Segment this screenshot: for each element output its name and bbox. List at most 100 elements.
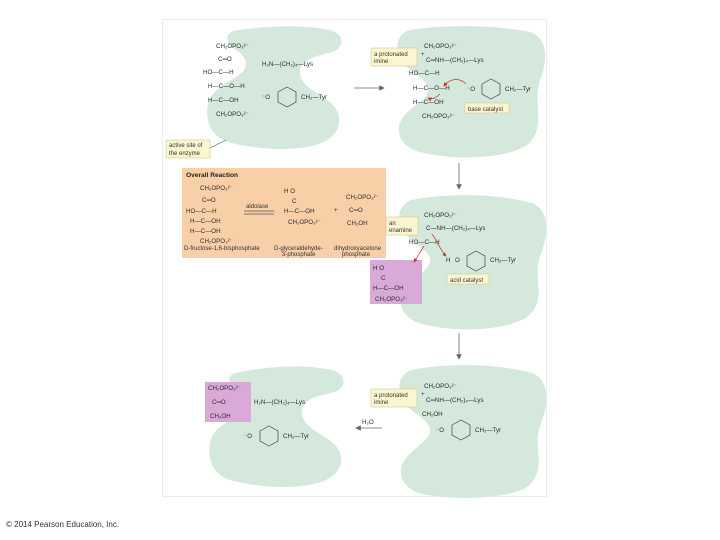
plus-sign: + — [334, 207, 338, 214]
chem-row: C═NH—(CH₂)₄—Lys — [426, 397, 484, 404]
benzene-ring — [259, 425, 279, 447]
stage3-left-structure: CH₂OPO₃²⁻ C═O CH₂OH H₂N—(CH₂)₄—Lys ⁻O CH… — [208, 385, 309, 447]
overall-reactant: CH₂OPO₃²⁻ C═O HO—C—H H—C—OH H—C—OH CH₂OP… — [186, 185, 233, 245]
chem-row: C═O — [202, 197, 216, 204]
glyceraldehyde-product-box — [370, 260, 422, 304]
enamine-label-box — [385, 216, 419, 236]
overall-reaction-box — [182, 168, 386, 258]
chem-row: C—NH—(CH₂)₄—Lys — [426, 225, 485, 232]
acid-catalyst-label: acid catalyst — [450, 278, 483, 284]
protonated-imine-label-1-line-1: a protonated — [374, 52, 408, 58]
base-catalyst-label-box — [464, 102, 510, 114]
enzyme-name-aldolase: aldolase — [246, 204, 269, 210]
chem-row: H O — [284, 188, 295, 195]
chem-row: C═O — [218, 56, 232, 63]
product-2-name-line-1: dihydroxyacetone — [334, 246, 382, 252]
protonated-imine-label-2-line-2: imine — [374, 400, 389, 406]
product-1-name-line-2: 3-phosphate — [282, 252, 316, 258]
active-site-label-box — [165, 139, 211, 159]
protonated-imine-label-2-line-1: a protonated — [374, 393, 408, 399]
stage3-right-structure: CH₂OPO₃²⁻ C═NH—(CH₂)₄—Lys CH₂OH + ⁻O CH₂… — [421, 383, 501, 441]
copyright-notice: © 2014 Pearson Education, Inc. — [6, 520, 120, 529]
chem-row: CH₂OPO₃²⁻ — [216, 111, 249, 118]
enzyme-blob-3 — [399, 195, 547, 330]
plus-charge: + — [421, 51, 425, 58]
base-catalyst-label: base catalyst — [468, 107, 503, 113]
chem-row: CH₂OH — [210, 413, 231, 420]
tyrosine-tail: CH₂—Tyr — [475, 427, 501, 434]
enamine-label-line-1: an — [389, 221, 396, 227]
chem-row: CH₂OPO₃²⁻ — [375, 296, 408, 303]
chem-row: CH₂OPO₃²⁻ — [346, 194, 379, 201]
chem-row: CH₂OPO₃²⁻ — [424, 43, 457, 50]
plus-charge: + — [421, 391, 425, 398]
h-atom: H — [446, 257, 450, 264]
chem-row: HO—C—H — [409, 70, 440, 77]
chem-row: H—C—OH — [284, 208, 315, 215]
chem-row: H—C—O—H — [208, 83, 245, 90]
chem-row: H—C—OH — [190, 228, 221, 235]
overall-reaction-title: Overall Reaction — [186, 172, 238, 179]
chem-row: C — [292, 198, 297, 205]
enzyme-blob-5 — [209, 366, 344, 487]
benzene-ring — [466, 250, 486, 272]
chem-row: H—C—O—H — [413, 85, 450, 92]
acid-catalyst-label-box — [446, 273, 490, 285]
chem-row: C═NH—(CH₂)₄—Lys — [426, 57, 484, 64]
tyrosine-tail: CH₂—Tyr — [283, 433, 309, 440]
chem-row: CH₂OH — [347, 220, 368, 227]
chem-row: CH₂OPO₃²⁻ — [424, 383, 457, 390]
chem-row: CH₂OPO₃²⁻ — [200, 185, 233, 192]
tyrosine-o: ⁻O — [262, 94, 270, 101]
curly-arrow — [431, 233, 447, 257]
curly-arrow — [443, 79, 467, 87]
chem-row: H—C—OH — [190, 218, 221, 225]
chem-row: HO—C—H — [186, 208, 217, 215]
reactant-name: D-fructose-1,6-bisphosphate — [184, 246, 260, 252]
lysine-group: H₂N—(CH₂)₄—Lys — [254, 399, 305, 406]
enzyme-blob-2 — [397, 26, 546, 158]
water-label: H₂O — [362, 419, 374, 426]
chem-row: H O — [373, 265, 384, 272]
benzene-ring — [451, 419, 471, 441]
product-1-name-line-1: D-glyceraldehyde- — [274, 246, 323, 252]
tyrosine-o: O — [455, 257, 460, 264]
curly-arrow — [413, 245, 425, 263]
chem-row: C═O — [212, 399, 226, 406]
chem-row: C — [381, 275, 386, 282]
benzene-ring — [481, 78, 501, 100]
chem-row: CH₂OPO₃²⁻ — [208, 385, 241, 392]
chem-row: HO—C—H — [203, 69, 234, 76]
chem-row: C═O — [349, 207, 363, 214]
tyrosine-o: ⁻O — [244, 433, 252, 440]
tyrosine-tail: CH₂—Tyr — [505, 86, 531, 93]
protonated-imine-label-box-2 — [370, 388, 418, 408]
stage1-right-structure: CH₂OPO₃²⁻ C═NH—(CH₂)₄—Lys HO—C—H H—C—O—H… — [409, 43, 531, 120]
curly-arrow — [427, 93, 441, 102]
active-site-label-line-1: active site of — [169, 143, 203, 149]
chem-row: CH₂OH — [422, 411, 443, 418]
chem-row: HO—C—H — [409, 239, 440, 246]
protonated-imine-label-1-line-2: imine — [374, 59, 389, 65]
chem-row: CH₂OPO₃²⁻ — [200, 238, 233, 245]
chem-row: CH₂OPO₃²⁻ — [216, 43, 249, 50]
enzyme-blob-4 — [399, 365, 547, 498]
active-site-label-line-2: the enzyme — [169, 151, 201, 157]
chem-row: H—C—OH — [413, 99, 444, 106]
tyrosine-tail: CH₂—Tyr — [490, 257, 516, 264]
enzyme-blob-1 — [207, 26, 342, 149]
dhap-product-box — [205, 382, 251, 422]
tyrosine-o: ⁻O — [436, 427, 444, 434]
overall-product-2: CH₂OPO₃²⁻ C═O CH₂OH — [346, 194, 379, 227]
stage1-left-structure: CH₂OPO₃²⁻ C═O HO—C—H H—C—O—H H—C—OH CH₂O… — [203, 43, 327, 118]
chem-row: H—C—OH — [373, 285, 404, 292]
lysine-group: H₂N—(CH₂)₄—Lys — [262, 61, 313, 68]
overall-product-1: H O C H—C—OH CH₂OPO₃²⁻ — [284, 188, 321, 226]
tyrosine-tail: CH₂—Tyr — [301, 94, 327, 101]
stage2-product-structure: H O C H—C—OH CH₂OPO₃²⁻ — [373, 265, 408, 303]
enamine-label-line-2: enamine — [389, 228, 413, 234]
protonated-imine-label-box-1 — [370, 47, 418, 67]
stage2-structure: CH₂OPO₃²⁻ C—NH—(CH₂)₄—Lys HO—C—H H O CH₂… — [409, 212, 516, 272]
tyrosine-o: ⁻O — [467, 86, 475, 93]
